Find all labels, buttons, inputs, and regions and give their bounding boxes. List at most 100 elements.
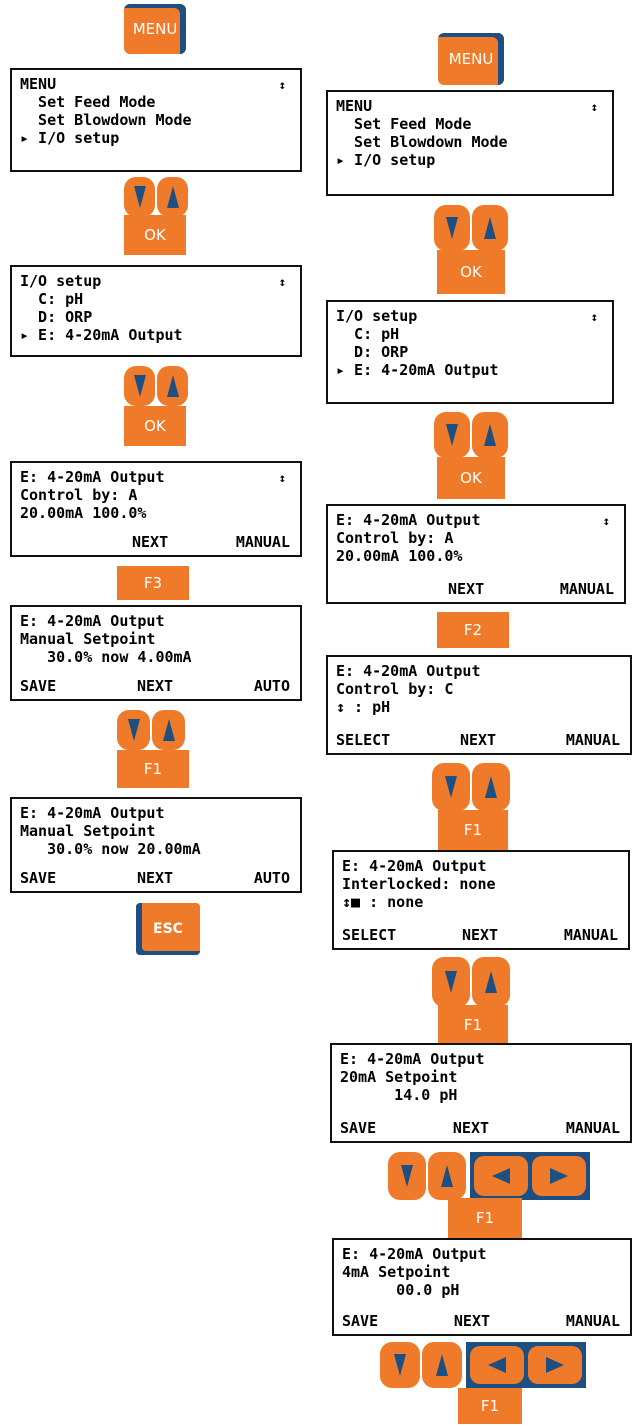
- down-arrow-key[interactable]: [117, 710, 150, 750]
- down-arrow-key[interactable]: [432, 957, 470, 1007]
- menu-item: C: pH: [20, 290, 84, 308]
- right-screen-menu: ↕ MENU Set Feed Mode Set Blowdown Mode ▸…: [326, 90, 614, 196]
- left-screen-manual-setpoint-1: E: 4-20mA Output Manual Setpoint 30.0% n…: [10, 605, 302, 701]
- screen-title: E: 4-20mA Output: [342, 857, 487, 875]
- screen-title: E: 4-20mA Output: [20, 804, 165, 822]
- up-arrow-icon: [485, 776, 497, 798]
- up-arrow-icon: [166, 375, 179, 397]
- right-arrow-key[interactable]: [528, 1346, 582, 1384]
- softkey-save: SAVE: [20, 677, 57, 695]
- up-arrow-key[interactable]: [422, 1342, 462, 1388]
- softkey-next: NEXT: [132, 533, 169, 551]
- softkey-manual: MANUAL: [565, 1119, 620, 1137]
- menu-button-left[interactable]: MENU: [124, 4, 186, 54]
- softkey-labels: SAVE NEXT AUTO: [20, 677, 290, 695]
- up-arrow-icon: [485, 971, 497, 993]
- left-screen-output-status: ↕ E: 4-20mA Output Control by: A 20.00mA…: [10, 461, 302, 557]
- up-arrow-icon: [436, 1354, 448, 1376]
- f1-button[interactable]: F1: [438, 810, 508, 850]
- softkey-auto: AUTO: [253, 677, 290, 695]
- up-arrow-key[interactable]: [472, 763, 510, 811]
- screen-title: E: 4-20mA Output: [336, 511, 481, 529]
- menu-item: Set Feed Mode: [336, 115, 472, 133]
- f1-button[interactable]: F1: [438, 1005, 508, 1045]
- f1-button[interactable]: F1: [458, 1388, 522, 1424]
- up-arrow-icon: [441, 1165, 453, 1187]
- menu-item-selected: ▸ E: 4-20mA Output: [336, 361, 499, 379]
- scroll-icon: ↕: [278, 275, 286, 289]
- up-arrow-key[interactable]: [157, 177, 188, 217]
- screen-line: Control by: C: [336, 680, 454, 698]
- up-arrow-icon: [484, 217, 496, 239]
- down-arrow-key[interactable]: [388, 1152, 426, 1200]
- up-arrow-icon: [166, 186, 179, 208]
- softkey-labels: SELECT NEXT MANUAL: [342, 926, 618, 944]
- f3-button[interactable]: F3: [117, 566, 189, 600]
- setpoint-value: 00.0 pH: [342, 1281, 460, 1299]
- menu-item: D: ORP: [20, 308, 93, 326]
- right-screen-output-status: ↕ E: 4-20mA Output Control by: A 20.00mA…: [326, 504, 626, 604]
- left-arrow-key[interactable]: [470, 1346, 524, 1384]
- up-arrow-key[interactable]: [152, 710, 185, 750]
- up-arrow-key[interactable]: [472, 205, 508, 251]
- softkey-manual: MANUAL: [565, 1312, 620, 1330]
- softkey-select: SELECT: [336, 731, 391, 749]
- softkey-save: SAVE: [20, 869, 57, 887]
- down-arrow-icon: [394, 1354, 406, 1376]
- down-arrow-icon: [445, 971, 457, 993]
- screen-line: Manual Setpoint: [20, 822, 156, 840]
- f1-button[interactable]: F1: [117, 750, 189, 788]
- down-arrow-key[interactable]: [380, 1342, 420, 1388]
- softkey-next: NEXT: [453, 1312, 491, 1330]
- menu-item-selected: ▸ I/O setup: [20, 129, 120, 147]
- softkey-manual: MANUAL: [235, 533, 290, 551]
- ok-button[interactable]: OK: [124, 406, 186, 446]
- scroll-icon: ↕: [602, 514, 610, 528]
- left-screen-menu: ↕ MENU Set Feed Mode Set Blowdown Mode ▸…: [10, 68, 302, 172]
- up-arrow-key[interactable]: [472, 957, 510, 1007]
- softkey-labels: SAVE NEXT MANUAL: [342, 1312, 620, 1330]
- right-arrow-key[interactable]: [532, 1156, 586, 1196]
- esc-button[interactable]: ESC: [136, 903, 200, 955]
- menu-button-right[interactable]: MENU: [438, 33, 504, 85]
- screen-title: E: 4-20mA Output: [342, 1245, 487, 1263]
- screen-line: Manual Setpoint: [20, 630, 156, 648]
- ok-button[interactable]: OK: [437, 457, 505, 499]
- right-screen-control-by: E: 4-20mA Output Control by: C ↕ : pH SE…: [326, 655, 632, 755]
- menu-item: Set Feed Mode: [20, 93, 156, 111]
- screen-title: I/O setup: [336, 307, 418, 325]
- down-arrow-key[interactable]: [124, 177, 155, 217]
- softkey-select: SELECT: [342, 926, 397, 944]
- right-arrow-icon: [550, 1168, 568, 1184]
- right-screen-20ma-setpoint: E: 4-20mA Output 20mA Setpoint 14.0 pH S…: [330, 1043, 632, 1143]
- up-arrow-key[interactable]: [472, 412, 508, 458]
- f2-button[interactable]: F2: [437, 612, 509, 648]
- softkey-next: NEXT: [136, 677, 174, 695]
- left-arrow-key[interactable]: [474, 1156, 528, 1196]
- scroll-icon: ↕: [278, 78, 286, 92]
- left-arrow-icon: [488, 1357, 506, 1373]
- left-screen-manual-setpoint-2: E: 4-20mA Output Manual Setpoint 30.0% n…: [10, 797, 302, 893]
- screen-line: 20.00mA 100.0%: [336, 547, 463, 565]
- softkey-labels: NEXT MANUAL: [448, 580, 614, 598]
- softkey-next: NEXT: [459, 731, 497, 749]
- softkey-labels: SAVE NEXT AUTO: [20, 869, 290, 887]
- f1-button[interactable]: F1: [448, 1198, 522, 1238]
- softkey-labels: SELECT NEXT MANUAL: [336, 731, 620, 749]
- setpoint-value: 30.0% now 4.00mA: [20, 648, 192, 666]
- down-arrow-key[interactable]: [432, 763, 470, 811]
- ok-button[interactable]: OK: [124, 215, 186, 255]
- ok-button[interactable]: OK: [437, 250, 505, 294]
- down-arrow-key[interactable]: [434, 412, 470, 458]
- down-arrow-key[interactable]: [434, 205, 470, 251]
- right-screen-interlocked: E: 4-20mA Output Interlocked: none ↕■ : …: [332, 850, 630, 950]
- down-arrow-key[interactable]: [124, 366, 155, 406]
- up-arrow-key[interactable]: [428, 1152, 466, 1200]
- setpoint-value: 14.0 pH: [340, 1086, 458, 1104]
- screen-line: Interlocked: none: [342, 875, 496, 893]
- softkey-manual: MANUAL: [565, 731, 620, 749]
- menu-item: Set Blowdown Mode: [336, 133, 508, 151]
- up-arrow-key[interactable]: [157, 366, 188, 406]
- scroll-icon: ↕: [278, 471, 286, 485]
- right-screen-io-setup: ↕ I/O setup C: pH D: ORP ▸ E: 4-20mA Out…: [326, 300, 614, 404]
